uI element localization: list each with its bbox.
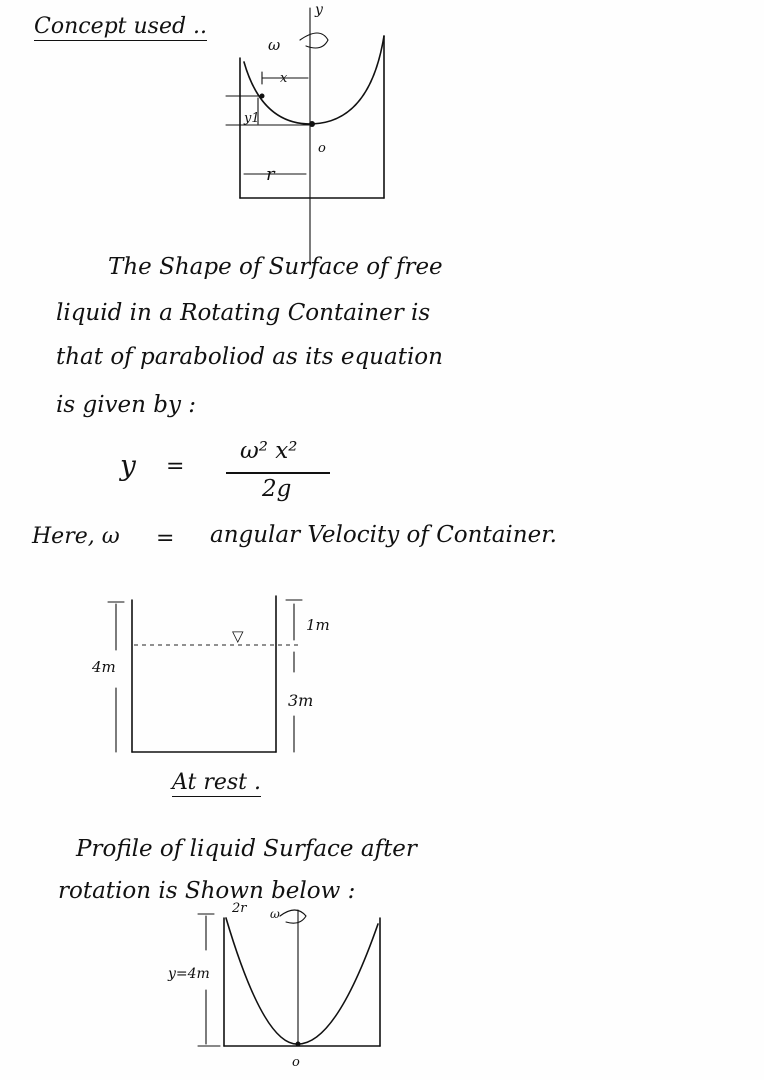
fig2-top-gap-label: 1m	[306, 616, 330, 634]
fig2-liquid-depth-label: 3m	[288, 691, 313, 710]
fig3-origin-point	[295, 1041, 301, 1047]
profile-text-line-2: rotation is Shown below :	[58, 878, 356, 904]
fig2-caption: At rest .	[172, 770, 261, 797]
fig1-point	[259, 93, 265, 99]
fig1-omega-label: ω	[268, 36, 280, 54]
fig2-water-symbol: ▽	[232, 627, 244, 645]
equation-denominator: 2g	[262, 476, 292, 502]
profile-text-line-1: Profile of liquid Surface after	[76, 836, 417, 862]
heading-concept-used: Concept used ..	[34, 14, 208, 41]
fig3-rotation-arrow	[279, 909, 307, 924]
fig1-y-axis-label: y	[314, 2, 324, 18]
fig1-x-label: x	[280, 71, 288, 86]
definition-text: angular Velocity of Container.	[210, 522, 557, 548]
equation-fraction-bar	[226, 472, 330, 474]
paragraph-line-1: The Shape of Surface of free	[108, 254, 443, 280]
fig1-origin-point	[309, 121, 315, 127]
fig1-y1-label: y1	[243, 111, 260, 126]
fig3-height-label: y=4m	[167, 966, 210, 982]
fig2-left-height-label: 4m	[91, 658, 116, 676]
definition-label: Here, ω	[32, 524, 120, 549]
equation-numerator: ω² x²	[240, 438, 298, 464]
fig3-paraboloid-surface	[225, 917, 379, 1045]
equation-equals: =	[166, 454, 185, 479]
fig1-o-label: o	[318, 141, 326, 156]
definition-equals: =	[156, 526, 175, 551]
paragraph-line-2: liquid in a Rotating Container is	[56, 300, 431, 326]
fig3-o-label: o	[292, 1055, 300, 1070]
fig1-r-label: r	[266, 164, 276, 185]
fig3-top-label: 2r	[231, 901, 247, 916]
paragraph-line-4: is given by :	[56, 392, 197, 418]
fig1-rotation-arrow	[299, 32, 329, 49]
paragraph-line-3: that of paraboliod as its equation	[56, 344, 443, 370]
fig3-omega-label: ω	[270, 907, 280, 921]
equation-lhs: y	[120, 449, 136, 482]
